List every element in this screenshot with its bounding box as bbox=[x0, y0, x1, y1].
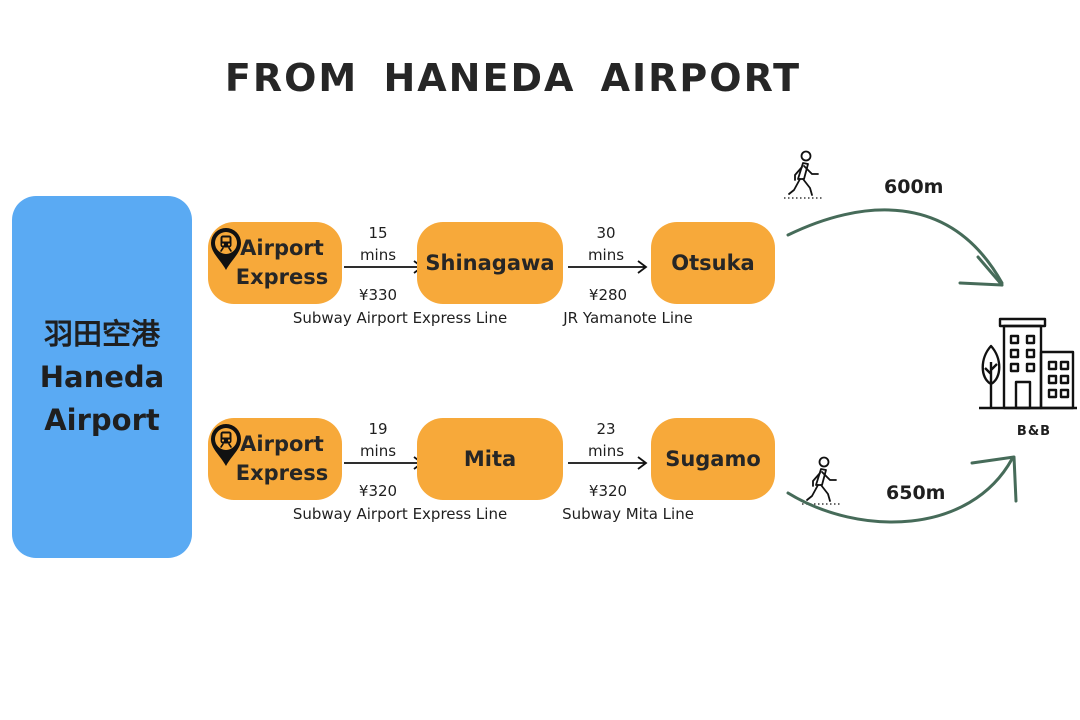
route1-walk-curve-arrow bbox=[786, 208, 1004, 287]
route2-walk-curve-arrow bbox=[786, 455, 1018, 524]
train-pin-icon bbox=[207, 422, 245, 468]
route1-leg1-arrow bbox=[344, 260, 424, 274]
origin-haneda-airport: 羽田空港 Haneda Airport bbox=[12, 196, 192, 558]
route1-leg2-price: ¥280 bbox=[588, 286, 628, 304]
train-pin-icon bbox=[207, 226, 245, 272]
building-icon bbox=[979, 317, 1077, 410]
route2-leg2-time-unit: mins bbox=[587, 442, 625, 460]
route2-leg2-arrow bbox=[568, 456, 648, 470]
route2-end-station: Sugamo bbox=[651, 418, 775, 500]
route2-start-line2: Express bbox=[235, 461, 329, 485]
route2-leg2-time: 23 mins bbox=[566, 418, 646, 462]
route1-leg2-time-value: 30 bbox=[596, 224, 616, 242]
route1-leg2-line: JR Yamanote Line bbox=[563, 309, 693, 327]
route2-leg1-line: Subway Airport Express Line bbox=[292, 505, 508, 523]
route2-walk-distance: 650m bbox=[886, 482, 946, 504]
route1-leg1-time: 15 mins bbox=[338, 222, 418, 266]
route2-leg1-time-value: 19 bbox=[368, 420, 388, 438]
route2-leg2-line: Subway Mita Line bbox=[562, 505, 694, 523]
route1-walk-distance: 600m bbox=[884, 176, 944, 198]
route1-leg1-time-value: 15 bbox=[368, 224, 388, 242]
route1-start-line1: Airport bbox=[240, 236, 324, 260]
route1-leg2-time-unit: mins bbox=[587, 246, 625, 264]
route1-leg2-arrow bbox=[568, 260, 648, 274]
destination-label: B&B bbox=[1016, 424, 1052, 439]
route2-leg1-price: ¥320 bbox=[358, 482, 398, 500]
route1-mid-station: Shinagawa bbox=[417, 222, 563, 304]
origin-name-jp: 羽田空港 bbox=[43, 316, 160, 351]
route1-leg1-line: Subway Airport Express Line bbox=[292, 309, 508, 327]
route2-mid-station: Mita bbox=[417, 418, 563, 500]
page-title: FROM HANEDA AIRPORT bbox=[224, 56, 802, 100]
route1-leg2-time: 30 mins bbox=[566, 222, 646, 266]
route2-leg1-time-unit: mins bbox=[359, 442, 397, 460]
route2-leg1-arrow bbox=[344, 456, 424, 470]
route1-leg1-time-unit: mins bbox=[359, 246, 397, 264]
route1-end-station: Otsuka bbox=[651, 222, 775, 304]
origin-name-en-line1: Haneda bbox=[39, 359, 165, 394]
route1-start-line2: Express bbox=[235, 265, 329, 289]
route2-leg2-time-value: 23 bbox=[596, 420, 616, 438]
origin-name-en-line2: Airport bbox=[44, 402, 160, 437]
route2-leg1-time: 19 mins bbox=[338, 418, 418, 462]
route2-leg2-price: ¥320 bbox=[588, 482, 628, 500]
route2-start-line1: Airport bbox=[240, 432, 324, 456]
route1-leg1-price: ¥330 bbox=[358, 286, 398, 304]
